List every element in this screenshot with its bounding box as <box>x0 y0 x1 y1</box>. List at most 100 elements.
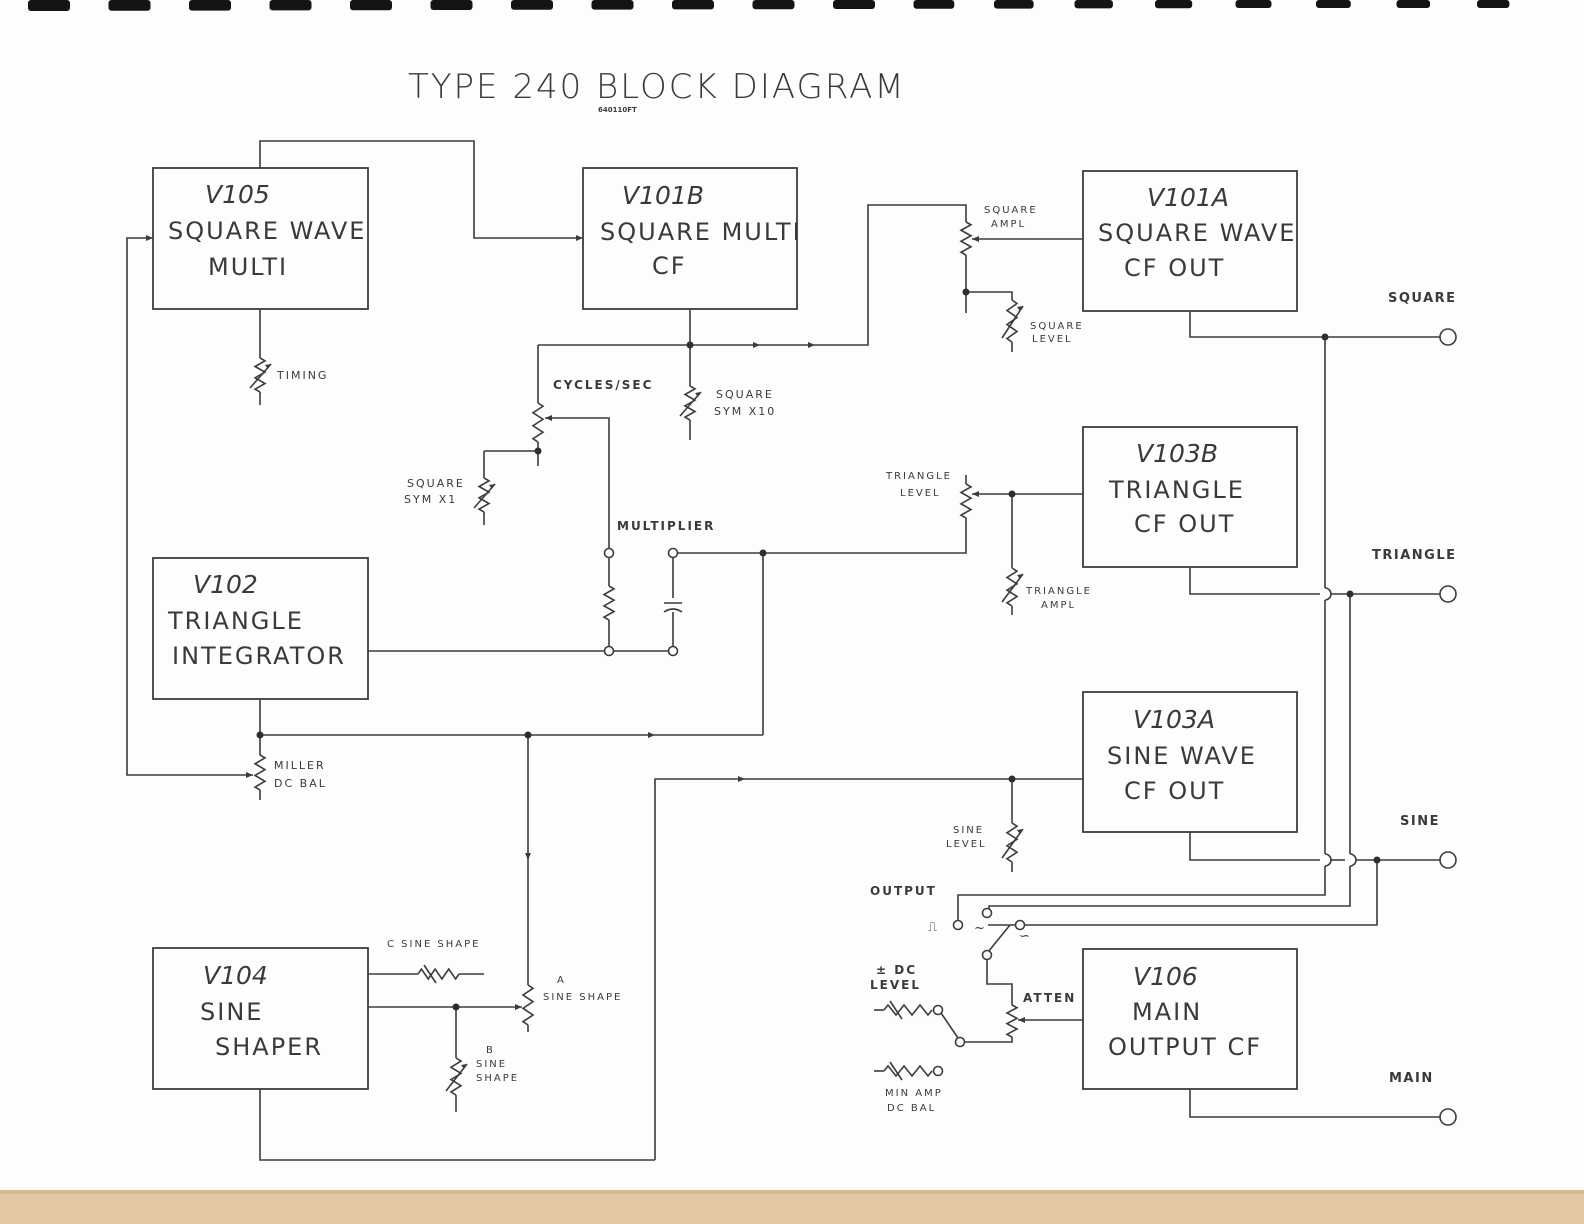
svg-text:V101A: V101A <box>1147 183 1229 212</box>
svg-text:OUTPUT CF: OUTPUT CF <box>1108 1033 1262 1061</box>
terminal <box>1014 919 1026 931</box>
label-square-sym-x10-2: SYM X10 <box>714 405 776 418</box>
label-b-sine-shape-3: SHAPE <box>476 1073 519 1084</box>
label-a-sine-shape: A <box>557 975 566 986</box>
variable-arrowhead <box>1017 306 1023 311</box>
square-ampl-pot <box>959 221 973 256</box>
terminal <box>667 547 679 559</box>
svg-text:CF OUT: CF OUT <box>1134 510 1235 538</box>
block-v106: V106 MAIN OUTPUT CF <box>1082 948 1298 1090</box>
timing-pot <box>253 357 267 393</box>
svg-text:V102: V102 <box>193 570 258 599</box>
output-label-sine: SINE <box>1400 814 1440 829</box>
dc-level-pot <box>883 1003 933 1017</box>
output-label-square: SQUARE <box>1388 291 1457 306</box>
binding-hole <box>591 0 634 10</box>
junction-dot <box>1008 775 1016 783</box>
wiring <box>126 140 1440 1161</box>
binding-hole <box>672 0 714 10</box>
variable-arrow <box>1001 305 1024 339</box>
terminal <box>954 1036 966 1048</box>
terminal <box>667 645 679 657</box>
triangle-ampl-pot <box>1005 567 1019 607</box>
binding-hole <box>1155 0 1193 9</box>
binding-hole <box>1316 0 1351 8</box>
svg-text:CF OUT: CF OUT <box>1124 777 1225 805</box>
cycles-sec-pot <box>531 402 545 443</box>
spiral-binding <box>28 0 1510 11</box>
square-sym-x10-pot <box>683 385 697 421</box>
junction-dot <box>524 731 532 739</box>
switch-square-symbol: ⎍ <box>928 920 937 935</box>
output-label-main: MAIN <box>1389 1071 1434 1086</box>
switch-sine-symbol: ∽ <box>1019 929 1030 944</box>
junction-dot <box>534 447 542 455</box>
variable-arrowhead <box>1017 574 1023 579</box>
terminal <box>981 949 993 961</box>
junction-dot <box>686 341 694 349</box>
variable-arrow <box>423 964 437 984</box>
label-output: OUTPUT <box>870 884 937 898</box>
output-jack-sine <box>1439 851 1457 869</box>
arrowhead <box>808 342 815 348</box>
output-jack-main <box>1439 1108 1457 1126</box>
switch-triangle-symbol: ~ <box>974 921 985 936</box>
terminals <box>603 328 1457 1126</box>
label-square-ampl-2: AMPL <box>991 219 1026 230</box>
binding-hole <box>511 0 553 10</box>
title-note: 640110FT <box>598 106 637 114</box>
a-sine-shape-pot <box>521 984 535 1026</box>
svg-text:TRIANGLE: TRIANGLE <box>1108 476 1245 504</box>
label-dc-level-2: LEVEL <box>870 978 921 992</box>
label-b-sine-shape: B <box>486 1045 495 1056</box>
binding-hole <box>1396 0 1431 8</box>
svg-text:SINE WAVE: SINE WAVE <box>1107 742 1257 770</box>
label-dc-level: ± DC <box>876 963 917 977</box>
signal-arrows <box>146 235 1025 1023</box>
variable-arrow <box>889 1061 903 1081</box>
block-v104: V104 SINE SHAPER <box>152 947 369 1090</box>
binding-hole <box>752 0 795 10</box>
terminal <box>603 645 615 657</box>
binding-hole <box>269 0 312 11</box>
junction-dot <box>256 731 264 739</box>
label-min-amp-dc-bal-2: DC BAL <box>887 1103 936 1114</box>
page-edge <box>0 1192 1584 1224</box>
terminal <box>932 1065 944 1077</box>
junction-dot <box>1346 590 1354 598</box>
arrowhead <box>246 772 253 778</box>
label-square-sym-x1: SQUARE <box>407 477 465 490</box>
variable-arrow <box>445 1063 468 1092</box>
arrowhead <box>146 235 153 241</box>
arrowhead <box>515 1004 522 1010</box>
output-jack-triangle <box>1439 585 1457 603</box>
arrowhead <box>525 853 531 860</box>
sine-level-pot <box>1005 822 1019 863</box>
svg-text:SQUARE WAVE: SQUARE WAVE <box>168 217 366 245</box>
svg-text:CF OUT: CF OUT <box>1124 254 1225 282</box>
arrowhead <box>738 776 745 782</box>
label-miller-dc-bal-2: DC BAL <box>274 777 327 790</box>
label-miller-dc-bal: MILLER <box>274 759 326 772</box>
variable-arrow <box>889 1000 903 1020</box>
output-jack-square <box>1439 328 1457 346</box>
b-sine-shape-pot <box>449 1057 463 1096</box>
variable-arrowhead <box>489 484 495 489</box>
variable-arrowhead <box>461 1064 467 1069</box>
svg-text:SQUARE WAVE: SQUARE WAVE <box>1098 219 1296 247</box>
arrowhead <box>545 415 552 421</box>
multiplier-capacitor <box>663 602 683 613</box>
binding-hole <box>28 0 70 11</box>
svg-text:V101B: V101B <box>622 181 704 210</box>
binding-hole <box>1074 0 1113 9</box>
multiplier-resistor <box>602 585 616 621</box>
output-label-triangle: TRIANGLE <box>1372 548 1457 563</box>
label-square-sym-x1-2: SYM X1 <box>404 493 457 506</box>
min-amp-dc-bal-pot <box>883 1064 933 1078</box>
label-timing: TIMING <box>276 369 328 382</box>
block-v103a: V103A SINE WAVE CF OUT <box>1082 691 1298 833</box>
svg-text:V104: V104 <box>203 961 268 990</box>
binding-hole <box>913 0 955 9</box>
svg-text:INTEGRATOR: INTEGRATOR <box>172 642 346 670</box>
